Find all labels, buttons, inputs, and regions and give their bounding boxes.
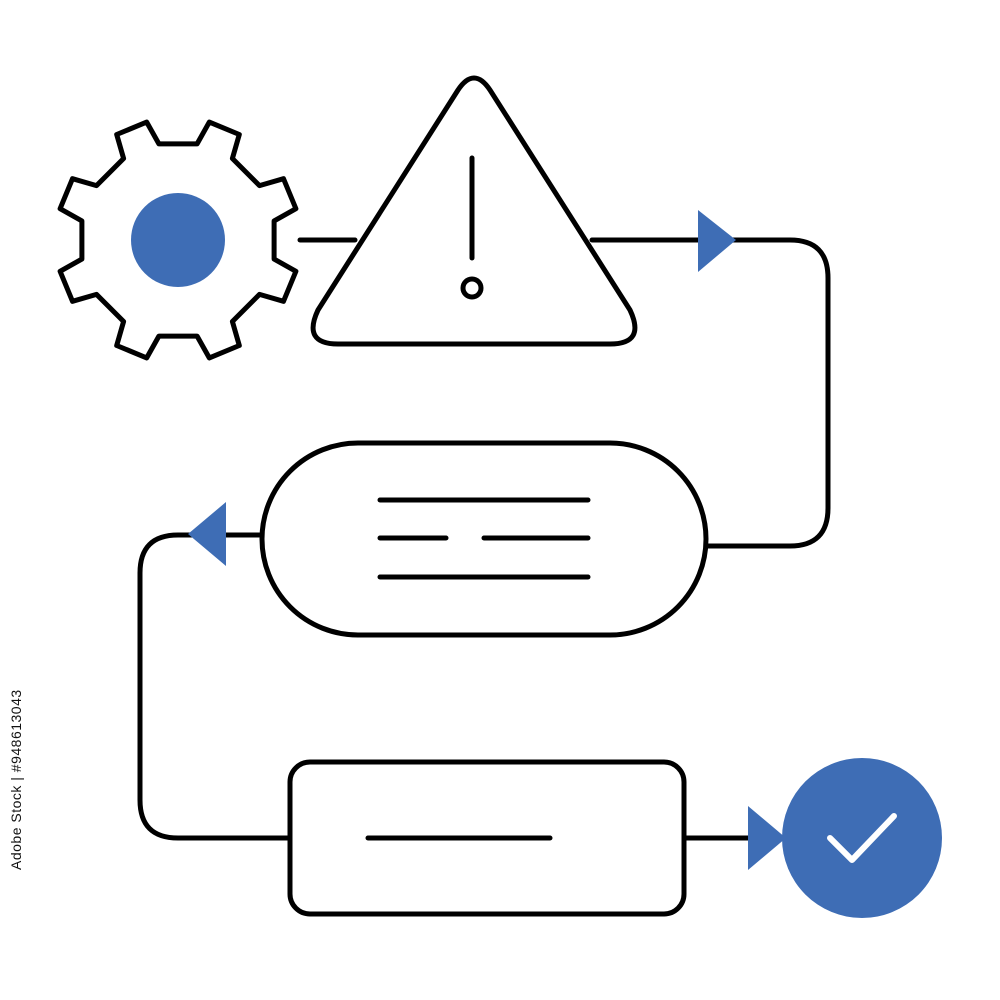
process-box (259, 440, 709, 638)
connectors (137, 237, 831, 841)
exclamation-dot (460, 276, 484, 300)
arrow-left-icon (188, 502, 226, 566)
check-circle-background (782, 758, 942, 918)
step-box (287, 759, 687, 917)
connector-process-to-step (137, 532, 293, 841)
arrow-right-icon (698, 210, 736, 272)
arrowheads (188, 210, 786, 870)
gear-center-dot (131, 193, 225, 287)
stock-id-watermark: Adobe Stock | #948613043 (8, 689, 24, 870)
warning-triangle-icon (310, 75, 638, 347)
gear-icon (57, 119, 299, 361)
connector-warning-to-process (589, 237, 831, 549)
checkmark-icon (827, 813, 897, 863)
check-circle-icon (782, 758, 942, 918)
arrow-right-icon (748, 806, 786, 870)
